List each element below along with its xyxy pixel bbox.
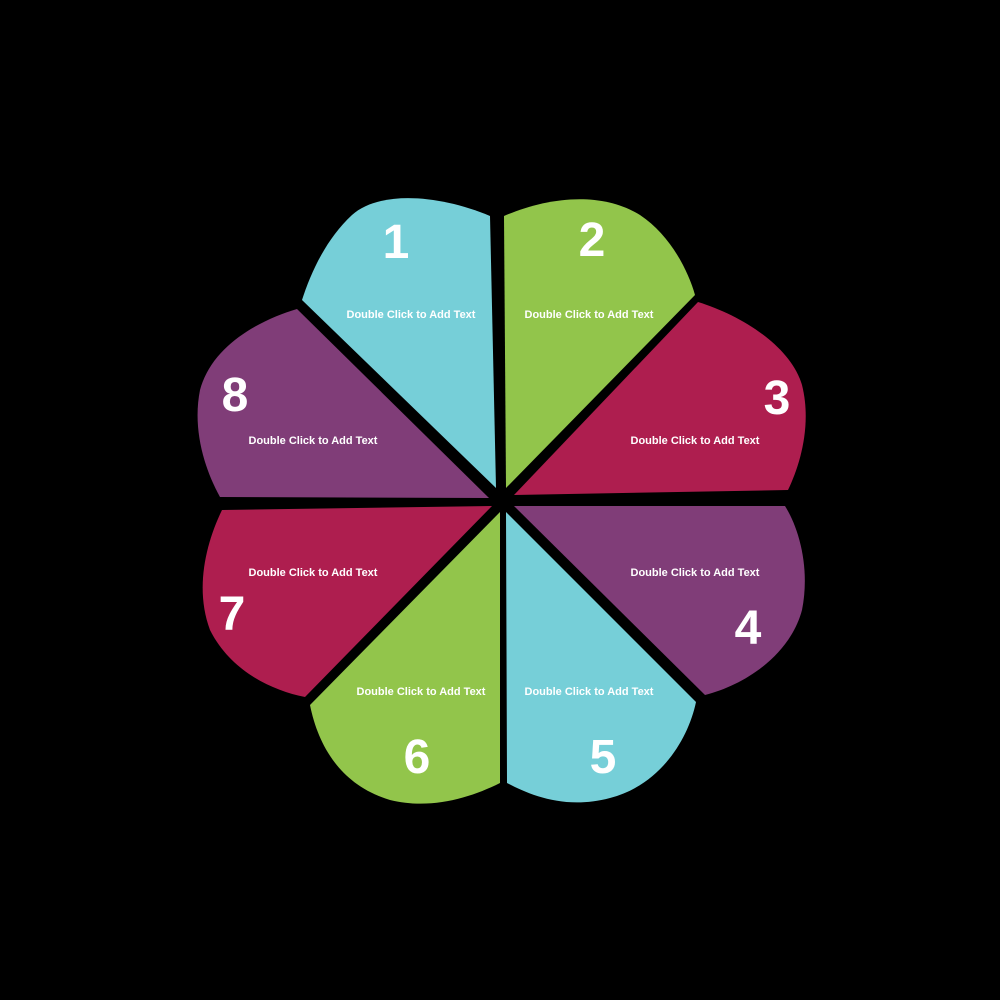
petal-5-label[interactable]: Double Click to Add Text bbox=[525, 686, 654, 698]
petal-6-shape[interactable] bbox=[310, 512, 500, 804]
petal-8[interactable]: 8 Double Click to Add Text bbox=[197, 309, 490, 498]
petal-7-shape[interactable] bbox=[202, 506, 492, 697]
petal-2[interactable]: 2 Double Click to Add Text bbox=[504, 199, 695, 488]
petal-5-number: 5 bbox=[590, 731, 617, 784]
petal-1-number: 1 bbox=[383, 216, 410, 269]
petal-5-shape[interactable] bbox=[506, 512, 696, 803]
petal-2-shape[interactable] bbox=[504, 199, 695, 488]
petal-7[interactable]: 7 Double Click to Add Text bbox=[202, 506, 492, 697]
petal-4-shape[interactable] bbox=[514, 506, 805, 695]
petal-1-label[interactable]: Double Click to Add Text bbox=[347, 309, 476, 321]
petal-5[interactable]: 5 Double Click to Add Text bbox=[506, 512, 696, 803]
petal-1-shape[interactable] bbox=[302, 198, 496, 488]
petal-8-shape[interactable] bbox=[197, 309, 490, 498]
petal-4[interactable]: 4 Double Click to Add Text bbox=[514, 506, 805, 695]
petal-7-number: 7 bbox=[219, 588, 246, 641]
petal-2-label[interactable]: Double Click to Add Text bbox=[525, 309, 654, 321]
petal-3-number: 3 bbox=[764, 372, 791, 425]
petal-7-label[interactable]: Double Click to Add Text bbox=[249, 567, 378, 579]
petal-4-label[interactable]: Double Click to Add Text bbox=[631, 567, 760, 579]
petal-3-label[interactable]: Double Click to Add Text bbox=[631, 435, 760, 447]
petal-4-number: 4 bbox=[735, 602, 762, 655]
petal-8-number: 8 bbox=[222, 369, 249, 422]
petal-3[interactable]: 3 Double Click to Add Text bbox=[514, 302, 806, 495]
petal-8-label[interactable]: Double Click to Add Text bbox=[249, 435, 378, 447]
petal-6-number: 6 bbox=[404, 731, 431, 784]
petal-1[interactable]: 1 Double Click to Add Text bbox=[302, 198, 496, 488]
petal-3-shape[interactable] bbox=[514, 302, 806, 495]
petal-6-label[interactable]: Double Click to Add Text bbox=[357, 686, 486, 698]
petal-2-number: 2 bbox=[579, 214, 606, 267]
petal-6[interactable]: 6 Double Click to Add Text bbox=[310, 512, 500, 804]
